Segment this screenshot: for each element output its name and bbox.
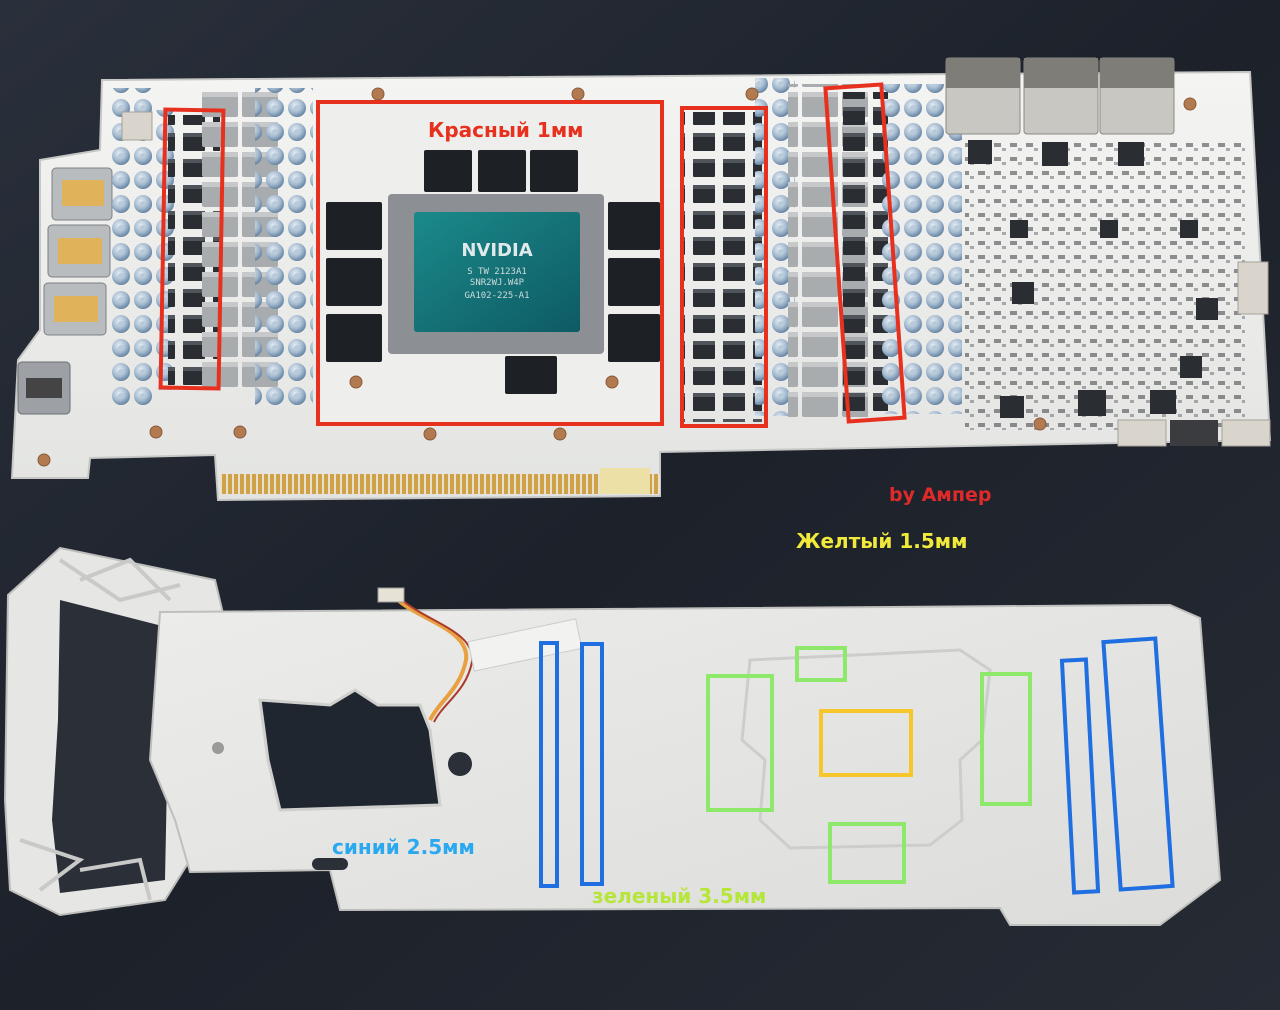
small-components-right [965, 140, 1245, 430]
graphics-card-pcb: NVIDIA S TW 2123A1 SNR2WJ.W4P GA102-225-… [10, 57, 1272, 502]
header-connector-2 [1170, 420, 1218, 446]
blue-pad-zones [539, 636, 1175, 895]
label-blue-2-5mm: синий 2.5мм [332, 835, 475, 859]
chip-line1: S TW 2123A1 [467, 267, 527, 277]
frame-hole-2 [212, 742, 224, 754]
component-block-middle [684, 112, 762, 422]
label-yellow-1-5mm: Желтый 1.5мм [796, 529, 968, 553]
backplate [148, 603, 1222, 926]
frame-truss [19, 557, 181, 901]
frame-shroud-inner [52, 600, 170, 893]
mounting-holes [37, 87, 1197, 467]
mosfet-strip-right [840, 92, 888, 418]
power-connectors [945, 57, 1175, 135]
yellow-pad-zone [819, 709, 913, 777]
blue-zone-4 [1101, 636, 1175, 892]
label-green-3-5mm: зеленый 3.5мм [592, 884, 767, 908]
blue-zone-1 [539, 641, 559, 888]
chip-brand: NVIDIA [461, 240, 532, 261]
fan-connector [377, 587, 405, 603]
chip-line2: SNR2WJ.W4P [470, 278, 525, 288]
frame-slot [312, 858, 348, 870]
gpu-die [414, 212, 580, 332]
blue-zone-3 [1059, 657, 1101, 895]
red-zone-middle-block [680, 106, 768, 428]
capacitor-column-3 [255, 88, 313, 408]
green-zone-left [706, 674, 774, 812]
frame-hole-1 [448, 752, 472, 776]
header-connector-4 [1237, 261, 1269, 315]
green-pad-zones [706, 646, 1032, 884]
green-zone-top [795, 646, 847, 682]
memory-chips [326, 150, 660, 394]
label-red-1mm: Красный 1мм [428, 118, 584, 142]
serial-sticker [467, 618, 583, 672]
blue-zone-2 [580, 642, 604, 886]
capacitor-column-5 [882, 84, 962, 414]
red-zone-gpu-memory [316, 100, 664, 426]
black-thermal-pad-cutout [258, 688, 442, 812]
capacitor-column-1 [112, 88, 156, 408]
fan-cable [396, 598, 469, 721]
header-connector-1 [1117, 419, 1167, 447]
red-zone-right-mosfets [823, 82, 907, 424]
header-connector-3 [1221, 419, 1271, 447]
header-connector-5 [121, 111, 153, 141]
green-zone-bottom [828, 822, 906, 884]
cooler-frame [3, 546, 1222, 926]
coldplate-cross [740, 648, 992, 850]
chip-model: GA102-225-A1 [464, 291, 529, 301]
green-zone-right [980, 672, 1032, 806]
red-zone-left-mosfets [158, 107, 226, 391]
ic-chips-right [968, 140, 1218, 418]
label-author: by Ампер [889, 484, 992, 506]
pcie-gold-fingers [220, 474, 660, 494]
red-pad-zones [158, 82, 907, 428]
